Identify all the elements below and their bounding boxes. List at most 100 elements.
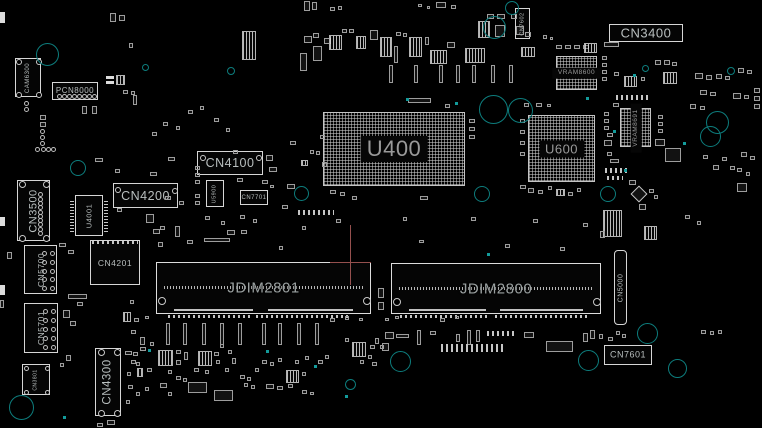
component-cn7701[interactable]: CN7701: [240, 190, 268, 205]
component-cn3500[interactable]: CN3500: [17, 180, 50, 242]
part: [131, 91, 135, 95]
part: [163, 122, 168, 126]
part: [487, 331, 515, 336]
part: [718, 330, 722, 334]
via-marker: [345, 379, 356, 390]
crosshair-horizontal: [330, 262, 371, 263]
component-label: U4001: [84, 203, 94, 228]
component-u600[interactable]: U600: [528, 115, 595, 182]
part: [427, 6, 430, 9]
mounting-hole: [42, 181, 50, 189]
part: [370, 30, 378, 40]
part: [304, 1, 310, 11]
component-u5900[interactable]: U5900: [206, 180, 224, 207]
pin-dot: [42, 268, 48, 274]
component-cn7602[interactable]: CN7602: [515, 8, 530, 39]
component-vram8600[interactable]: VRAM8600: [551, 56, 602, 90]
part: [221, 221, 225, 225]
part: [713, 165, 719, 170]
component-cn5700[interactable]: CN5700: [24, 245, 57, 294]
pin-dot: [50, 345, 56, 350]
part: [747, 70, 752, 74]
part: [750, 156, 755, 160]
component-cn4201[interactable]: CN4201: [90, 240, 140, 285]
component-u400[interactable]: U400: [323, 112, 465, 186]
component-cn7601[interactable]: CN7601: [604, 345, 652, 365]
pin-dot: [50, 250, 56, 256]
part: [375, 338, 379, 344]
part: [158, 350, 173, 366]
part: [352, 196, 357, 200]
part: [547, 104, 551, 107]
part: [345, 316, 349, 320]
component-cn5701[interactable]: CN5701: [24, 303, 58, 353]
part: [106, 76, 114, 79]
part: [110, 13, 116, 22]
component-label: CN5700: [35, 252, 46, 287]
test-point-dot: [148, 349, 151, 352]
mounting-hole: [45, 390, 51, 396]
part: [153, 229, 160, 234]
mounting-hole: [16, 91, 23, 98]
component-label: PCN8000: [55, 86, 95, 95]
component-jdim2801[interactable]: JDIM2801: [156, 262, 371, 314]
component-cam6300[interactable]: CAM6300: [15, 58, 42, 98]
mounting-hole: [114, 186, 121, 193]
part: [495, 315, 590, 318]
pin-dot: [42, 336, 48, 341]
part: [277, 386, 283, 390]
component-cn4300[interactable]: CN4300: [95, 348, 121, 418]
part: [342, 29, 347, 33]
part: [409, 37, 422, 57]
part: [158, 242, 163, 247]
part: [0, 12, 5, 23]
part: [244, 383, 248, 387]
via-marker: [142, 64, 149, 71]
component-label: CN7601: [609, 349, 647, 360]
part: [140, 347, 146, 351]
part: [445, 104, 450, 108]
part: [40, 115, 46, 120]
part: [389, 65, 393, 83]
part: [697, 221, 701, 225]
part: [658, 122, 663, 126]
component-cn4200[interactable]: CN4200: [113, 183, 179, 208]
component-jdim2800[interactable]: JDIM2800: [391, 263, 601, 314]
test-point-dot: [624, 169, 627, 172]
mounting-hole: [172, 188, 179, 194]
part: [417, 330, 421, 345]
part: [616, 331, 620, 335]
component-cn3400[interactable]: CN3400: [609, 24, 683, 42]
part: [325, 355, 329, 359]
part: [701, 330, 706, 334]
dimm-pin-row: [399, 286, 593, 290]
part: [654, 195, 658, 199]
component-pcn8000[interactable]: PCN8000: [52, 82, 98, 100]
part: [469, 135, 475, 139]
pin-dot: [50, 318, 56, 323]
component-label: CN3400: [620, 25, 672, 41]
part: [40, 122, 46, 127]
component-cn3801[interactable]: CN3801: [22, 364, 51, 396]
component-cn4100[interactable]: CN4100: [197, 151, 263, 175]
part: [119, 15, 125, 21]
part: [380, 37, 392, 57]
component-cn5000[interactable]: CN5000: [614, 250, 627, 325]
part: [556, 45, 562, 49]
dimm-pad-strip: [174, 309, 253, 311]
part: [195, 166, 200, 170]
part: [63, 310, 70, 318]
mounting-hole: [42, 234, 50, 242]
via-marker: [668, 359, 687, 378]
part: [577, 188, 581, 192]
test-point-dot: [613, 130, 616, 133]
mounting-hole: [113, 348, 121, 356]
component-label: CN3801: [32, 368, 39, 391]
pin-dot: [50, 336, 56, 341]
part: [313, 33, 319, 38]
component-vram8691[interactable]: VRAM8691: [620, 102, 651, 153]
part: [655, 139, 665, 146]
part: [279, 246, 283, 250]
component-u4001[interactable]: U4001: [75, 195, 103, 236]
